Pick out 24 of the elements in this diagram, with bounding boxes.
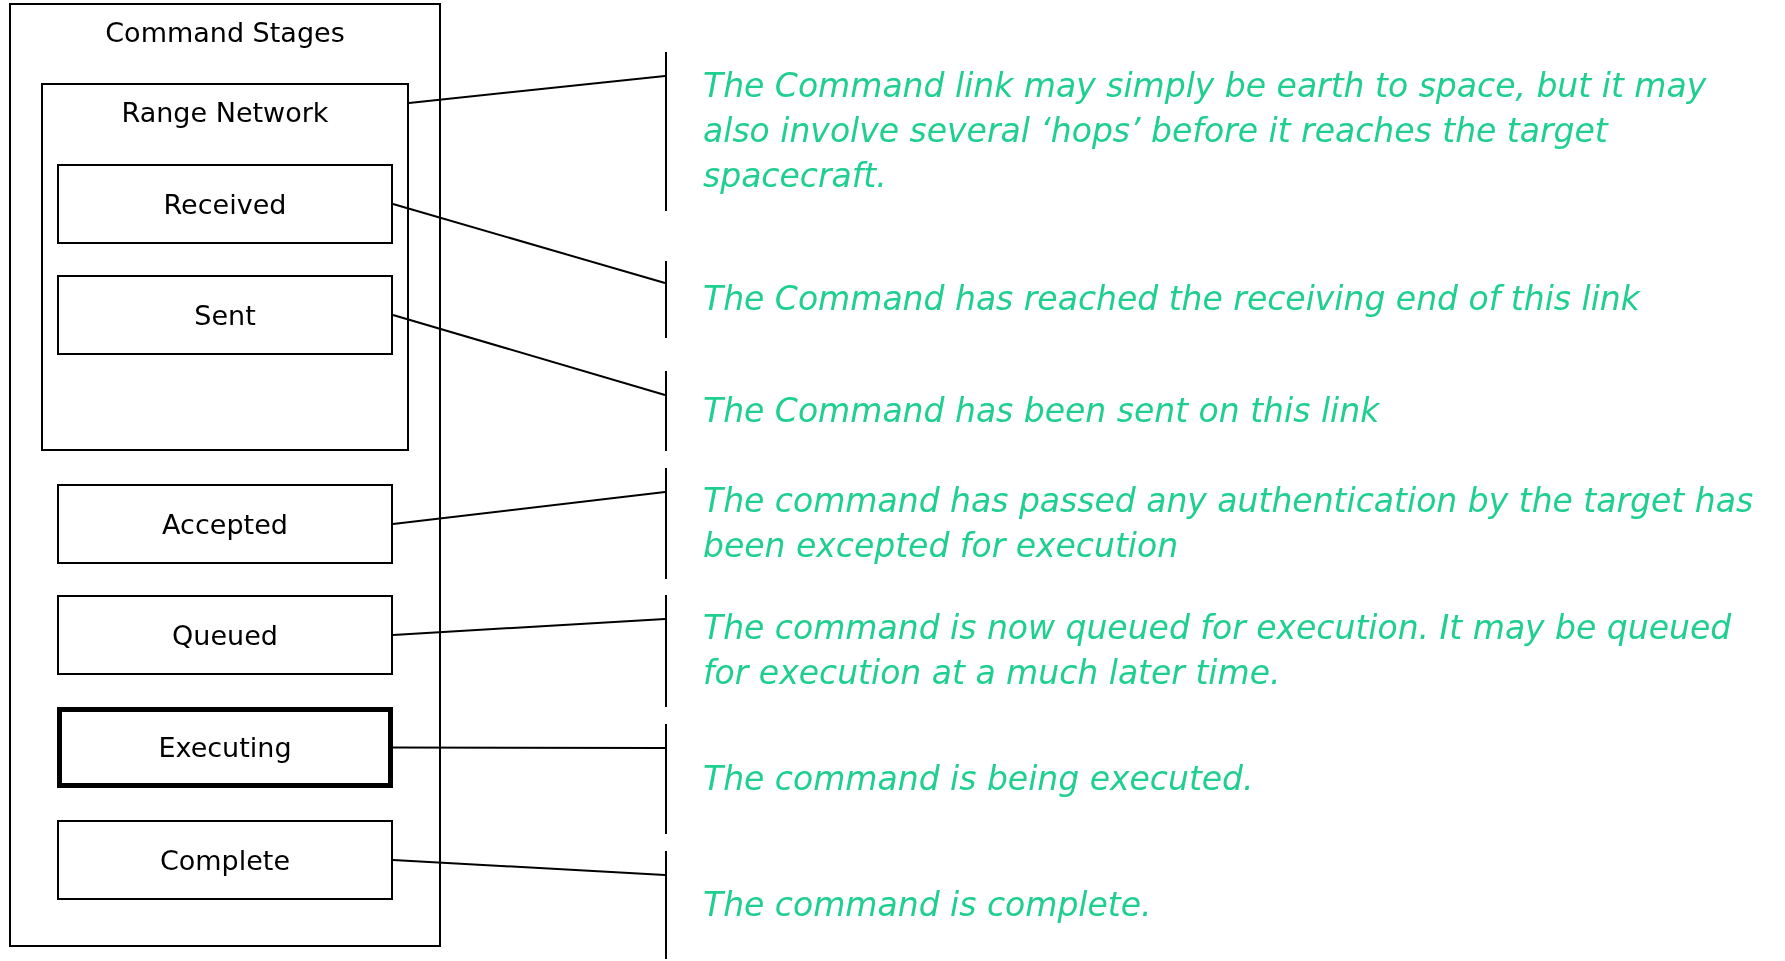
description-text: The Command has been sent on this link (665, 371, 1775, 451)
stage-box: Queued (57, 595, 393, 675)
stage-box: Executing (57, 707, 393, 788)
description-text: The command is being executed. (665, 724, 1775, 834)
description-text: The Command link may simply be earth to space, but it may also involve several ‘hops’ before it reaches the target spacecraft. (665, 52, 1775, 211)
stage-box: Sent (57, 275, 393, 355)
description-text: The command is now queued for execution. It may be queued for execution at a much later time. (665, 595, 1775, 707)
leader-line (392, 314, 666, 396)
leader-line (392, 618, 666, 636)
description-text: The Command has reached the receiving end of this link (665, 261, 1785, 338)
group-box (41, 83, 409, 451)
group-box (9, 3, 441, 947)
leader-line (392, 859, 666, 876)
leader-line (392, 491, 666, 525)
leader-line (392, 203, 666, 284)
leader-line (392, 746, 666, 749)
group-title: Command Stages (105, 17, 345, 48)
stage-box: Accepted (57, 484, 393, 564)
description-text: The command is complete. (665, 851, 1775, 959)
group-title: Range Network (121, 97, 329, 128)
leader-line (408, 75, 666, 104)
stage-box: Complete (57, 820, 393, 900)
stage-box: Received (57, 164, 393, 244)
description-text: The command has passed any authentication by the target has been excepted for execution (665, 468, 1775, 579)
